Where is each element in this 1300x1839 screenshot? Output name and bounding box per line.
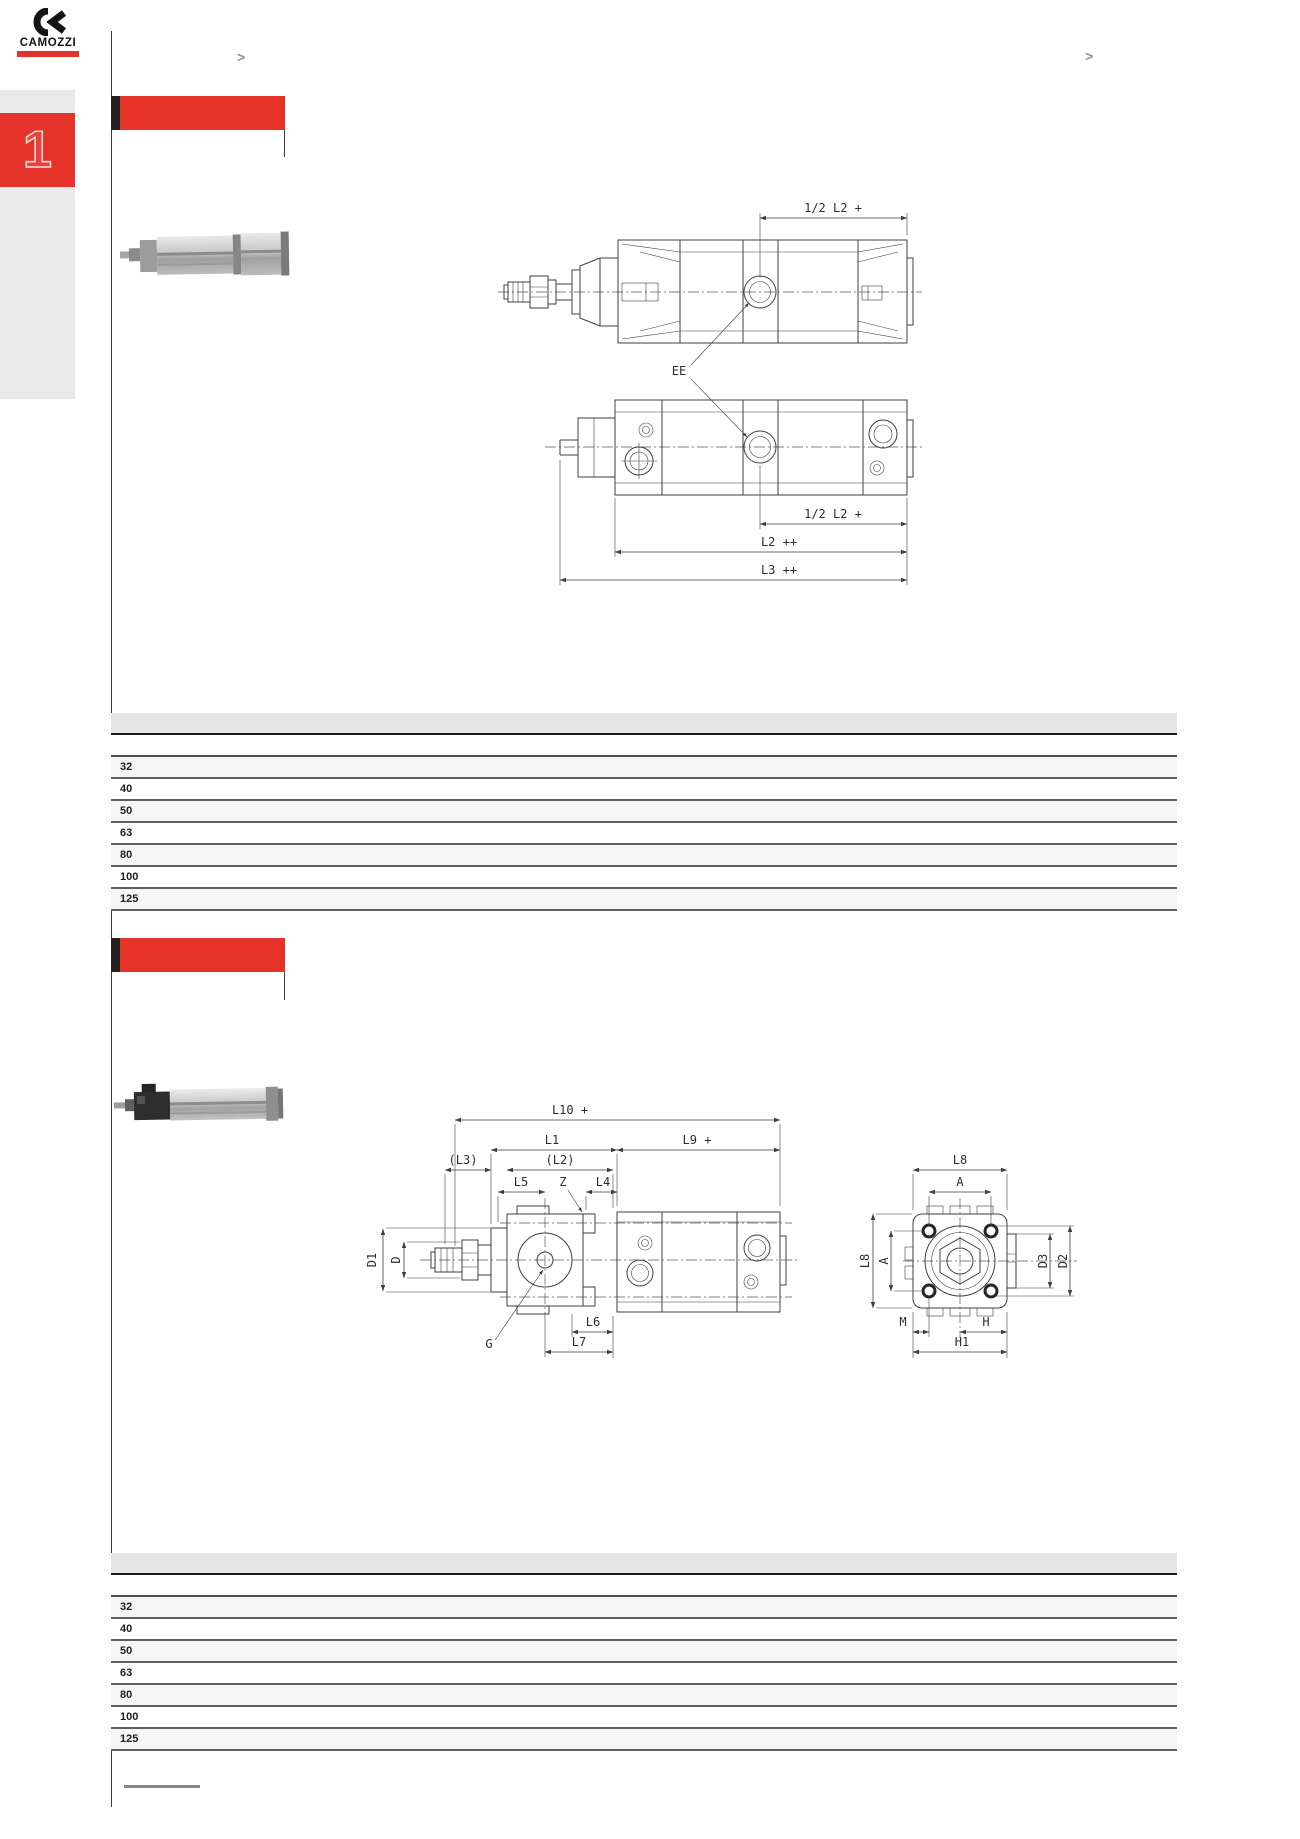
dim-label-half-l2-top: 1/2 L2 + (804, 201, 862, 215)
dim-label-l5: L5 (514, 1175, 528, 1189)
dim-label-l10: L10 + (552, 1103, 588, 1117)
dim-label-d3: D3 (1036, 1254, 1050, 1268)
dim-label-h: H (982, 1315, 989, 1329)
breadcrumb-arrow-left: > (237, 49, 246, 65)
technical-drawing-2: L10 + L1 L9 + (L3) (L2) L5 L4 Z D1 D G L… (365, 1103, 1077, 1358)
dim-label-l2-paren: (L2) (546, 1153, 575, 1167)
left-margin-rule (111, 31, 112, 1807)
table-row-bore-40: 40 (111, 779, 1177, 801)
section1-header-bar (111, 96, 285, 130)
table1-subheader-row (111, 735, 1177, 757)
technical-drawing-1: 1/2 L2 + EE 1/2 L2 + L2 ++ L3 ++ (498, 201, 925, 585)
table-row-bore-100: 100 (111, 867, 1177, 889)
dim-label-half-l2-bottom: 1/2 L2 + (804, 507, 862, 521)
table-row-bore-50: 50 (111, 801, 1177, 823)
camozzi-logo: CAMOZZI (17, 8, 79, 57)
dim-label-l8-top: L8 (953, 1153, 967, 1167)
chapter-tab: 1 (0, 113, 75, 187)
dim-label-l2: L2 ++ (761, 535, 797, 549)
section2-header-bar (111, 938, 285, 972)
logo-underline (17, 51, 79, 57)
product-photo-1 (119, 231, 290, 276)
table1-header-band (111, 713, 1177, 735)
dim-label-g: G (485, 1337, 492, 1351)
logo-wordmark: CAMOZZI (19, 37, 77, 49)
dim-label-d: D (389, 1256, 403, 1263)
footer-rule (124, 1785, 200, 1788)
table-row-bore-80: 80 (111, 1685, 1177, 1707)
table2-header-band (111, 1553, 1177, 1575)
dim-label-m: M (899, 1315, 906, 1329)
table-row-bore-32: 32 (111, 1597, 1177, 1619)
dim-label-a-top: A (956, 1175, 964, 1189)
section1-bar-notch (111, 96, 120, 130)
section2-bar-tail (284, 972, 285, 1000)
dim-label-l9: L9 + (683, 1133, 712, 1147)
dim-label-d2: D2 (1056, 1254, 1070, 1268)
dim-label-a-left: A (877, 1257, 891, 1265)
table-row-bore-80: 80 (111, 845, 1177, 867)
table-row-bore-100: 100 (111, 1707, 1177, 1729)
table-row-bore-125: 125 (111, 889, 1177, 911)
table-row-bore-125: 125 (111, 1729, 1177, 1751)
table-row-bore-32: 32 (111, 757, 1177, 779)
table-row-bore-50: 50 (111, 1641, 1177, 1663)
product-photo-2 (114, 1083, 284, 1121)
table-row-bore-63: 63 (111, 1663, 1177, 1685)
dim-label-h1: H1 (955, 1335, 969, 1349)
table-row-bore-40: 40 (111, 1619, 1177, 1641)
section2-bar-notch (111, 938, 120, 972)
dim-label-l3-paren: (L3) (449, 1153, 478, 1167)
dim-label-d1: D1 (365, 1253, 379, 1267)
chapter-number: 1 (22, 121, 53, 179)
dim-label-l8-left: L8 (858, 1254, 872, 1268)
breadcrumb-arrow-right: > (1085, 48, 1094, 64)
section1-bar-tail (284, 130, 285, 157)
table2-subheader-row (111, 1575, 1177, 1597)
table-row-bore-63: 63 (111, 823, 1177, 845)
dim-label-l1: L1 (545, 1133, 559, 1147)
camozzi-mark-icon (33, 8, 67, 36)
dim-label-l6: L6 (586, 1315, 600, 1329)
dim-label-z: Z (559, 1175, 566, 1189)
dim-label-l7: L7 (572, 1335, 586, 1349)
dim-label-l4: L4 (596, 1175, 610, 1189)
dim-label-l3: L3 ++ (761, 563, 797, 577)
dim-label-ee: EE (672, 364, 686, 378)
